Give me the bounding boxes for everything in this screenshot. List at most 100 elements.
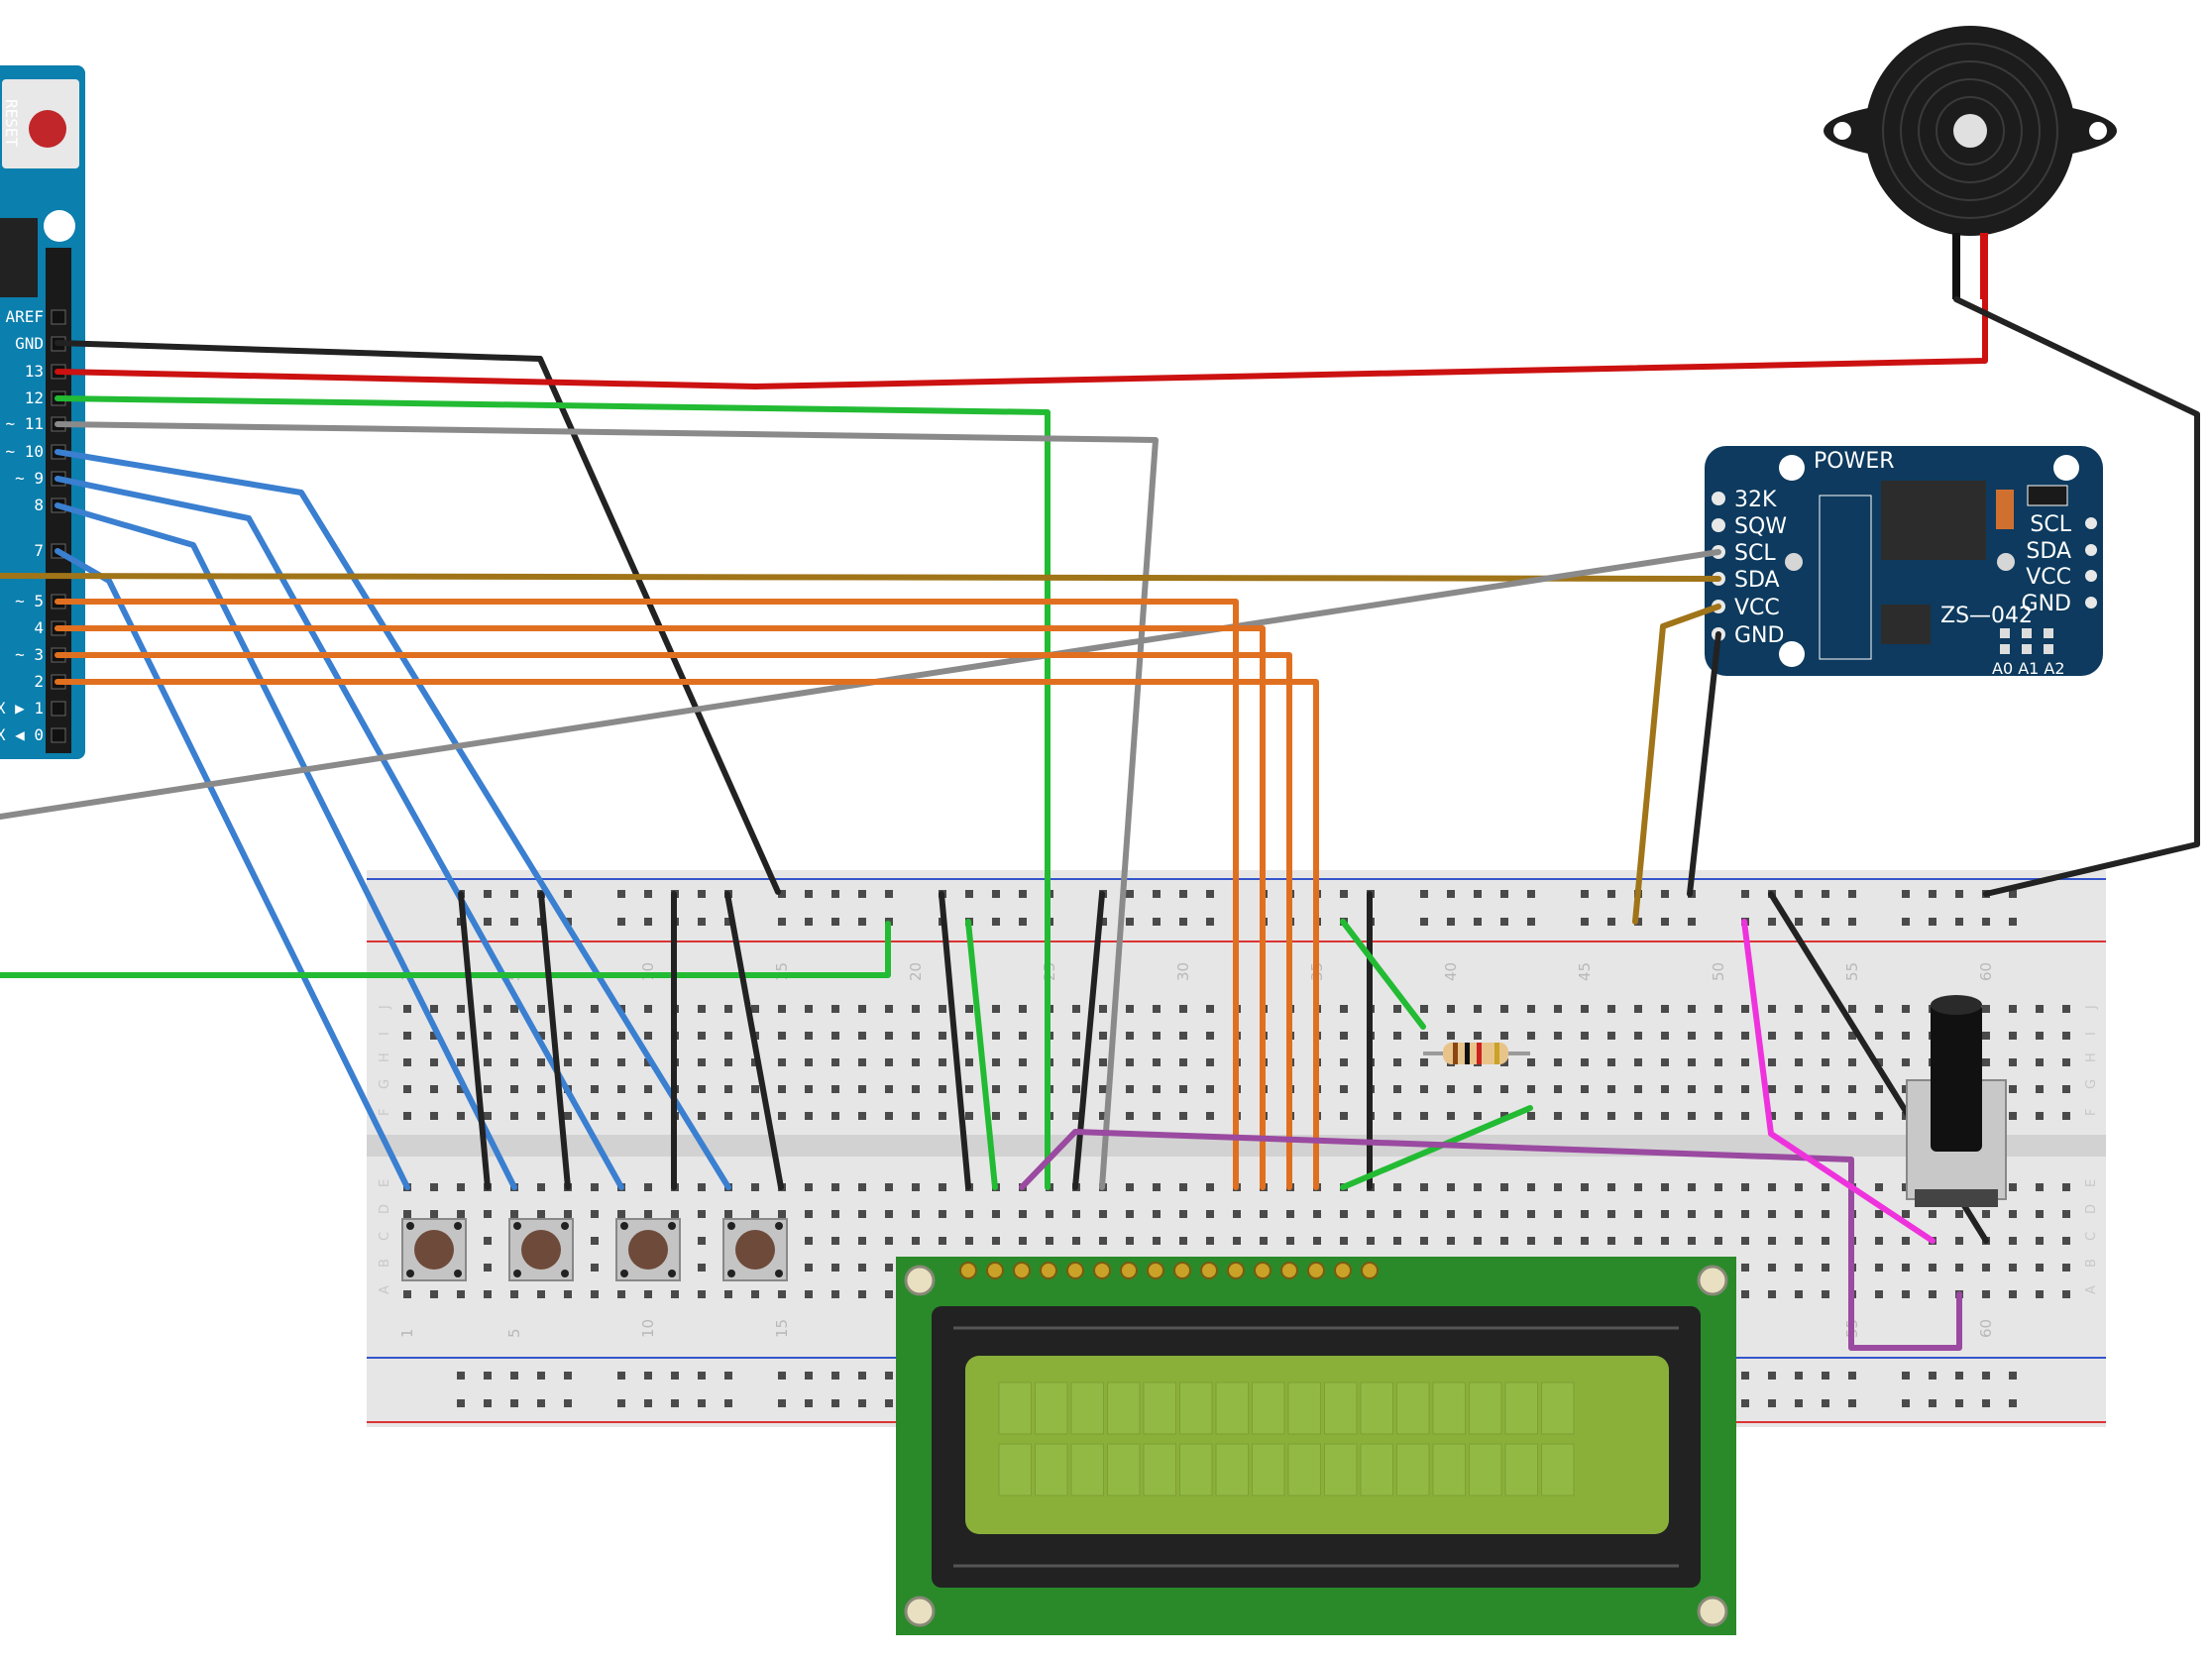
bb-rail-hole — [1607, 918, 1615, 926]
bb-rail-hole — [1848, 918, 1856, 926]
bb-hole — [1688, 1210, 1696, 1218]
bb-hole — [1447, 1005, 1455, 1013]
bb-rail-hole — [1822, 1372, 1829, 1380]
wire-pin12-green[interactable] — [55, 395, 1051, 1190]
wire-rtc-vcc-brown[interactable] — [1632, 604, 1721, 925]
bb-hole — [885, 1183, 893, 1191]
jumper-black[interactable] — [538, 891, 571, 1190]
bb-hole — [484, 1237, 492, 1245]
bb-hole — [1206, 1112, 1214, 1120]
reset-button[interactable] — [29, 110, 66, 148]
bb-row-letter: I — [378, 1032, 392, 1036]
bb-hole — [1340, 1210, 1348, 1218]
wire-pot-magenta[interactable] — [1741, 919, 1936, 1244]
wire-gnd-black[interactable] — [55, 340, 781, 895]
bb-column-number: 1 — [398, 1328, 416, 1338]
potentiometer[interactable] — [1906, 995, 2007, 1207]
bb-hole — [1072, 1032, 1080, 1040]
bb-hole — [778, 1032, 786, 1040]
wire-pin4-orange[interactable] — [55, 625, 1266, 1190]
jumper-black[interactable] — [724, 891, 784, 1190]
bb-hole — [912, 1112, 920, 1120]
lcd-pin — [1040, 1262, 1057, 1279]
jumper-black[interactable] — [939, 891, 971, 1190]
bb-hole — [1233, 1237, 1241, 1245]
arduino-pin — [51, 727, 66, 743]
jumper-black[interactable] — [458, 891, 491, 1190]
bb-rail-hole — [671, 1372, 679, 1380]
bb-hole — [1929, 1264, 1936, 1272]
bb-hole — [1474, 1005, 1482, 1013]
bb-rail-hole — [805, 1399, 813, 1407]
wire-pin9-blue[interactable] — [55, 476, 624, 1190]
bb-rail-hole — [778, 1372, 786, 1380]
bb-hole — [2062, 1210, 2070, 1218]
jumper-green-resistor[interactable] — [1340, 919, 1426, 1030]
bb-rail-hole — [1019, 890, 1027, 898]
bb-column-number: 60 — [1977, 1319, 1995, 1338]
push-button[interactable] — [401, 1218, 467, 1281]
lcd-pin — [1147, 1262, 1164, 1279]
wire-pin13-red[interactable] — [55, 296, 1988, 389]
bb-hole — [831, 1237, 839, 1245]
jumper-black[interactable] — [1072, 891, 1105, 1190]
bb-hole — [1581, 1058, 1589, 1066]
bb-hole — [1179, 1005, 1187, 1013]
bb-rail-hole — [510, 890, 518, 898]
lcd-pin — [1307, 1262, 1325, 1279]
bb-hole — [1902, 1005, 1910, 1013]
wire-pin10-blue[interactable] — [55, 449, 731, 1190]
bb-rail-hole — [1768, 918, 1776, 926]
wire-pin5-orange[interactable] — [55, 599, 1239, 1190]
bb-rail-hole — [617, 1372, 625, 1380]
bb-rail-hole — [992, 918, 1000, 926]
resistor[interactable] — [1423, 1043, 1530, 1064]
wire-pin7-blue[interactable] — [55, 548, 410, 1190]
rtc-pin — [1712, 518, 1725, 532]
bb-hole — [1126, 1005, 1134, 1013]
bb-rail-hole — [617, 890, 625, 898]
bb-hole — [1099, 1058, 1107, 1066]
bb-hole — [1795, 1058, 1803, 1066]
arduino-pin-label: ~ 9 — [15, 469, 44, 488]
bb-hole — [2009, 1264, 2017, 1272]
bb-hole — [1527, 1058, 1535, 1066]
wire-power-green[interactable] — [0, 921, 891, 978]
bb-hole — [1822, 1032, 1829, 1040]
bb-hole — [992, 1085, 1000, 1093]
wire-pin11-gray[interactable] — [55, 421, 1159, 1190]
wire-rtc-gnd-black[interactable] — [1687, 631, 1721, 897]
pot-knob[interactable] — [1931, 1003, 1982, 1152]
bb-hole — [778, 1210, 786, 1218]
wire-contrast-purple[interactable] — [1019, 1129, 1962, 1351]
bb-hole — [1902, 1032, 1910, 1040]
bb-hole — [1153, 1237, 1161, 1245]
bb-hole — [1420, 1032, 1428, 1040]
bb-hole — [1072, 1112, 1080, 1120]
bb-hole — [1420, 1005, 1428, 1013]
bb-rail-hole — [537, 1372, 545, 1380]
bb-hole — [564, 1058, 572, 1066]
wire-pin2-orange[interactable] — [55, 679, 1319, 1190]
push-button[interactable] — [722, 1218, 788, 1281]
bb-hole — [1527, 1210, 1535, 1218]
bb-hole — [1955, 1237, 1963, 1245]
wire-pin3-orange[interactable] — [55, 652, 1292, 1190]
bb-hole — [1607, 1112, 1615, 1120]
jumper-green[interactable] — [965, 919, 998, 1190]
wire-sda-brown[interactable] — [0, 573, 1721, 582]
bb-rail-hole — [1902, 1399, 1910, 1407]
bb-rail-hole — [724, 1399, 732, 1407]
rtc-pad — [1997, 553, 2015, 571]
push-button[interactable] — [508, 1218, 574, 1281]
bb-hole — [751, 1183, 759, 1191]
bb-hole — [831, 1032, 839, 1040]
bb-hole — [2036, 1183, 2044, 1191]
bb-hole — [2009, 1085, 2017, 1093]
bb-hole — [1420, 1112, 1428, 1120]
wire-buzzer-black[interactable] — [1953, 296, 2200, 897]
bb-hole — [1634, 1183, 1642, 1191]
bb-column-number: 15 — [773, 962, 791, 981]
push-button[interactable] — [615, 1218, 681, 1281]
bb-hole — [751, 1112, 759, 1120]
